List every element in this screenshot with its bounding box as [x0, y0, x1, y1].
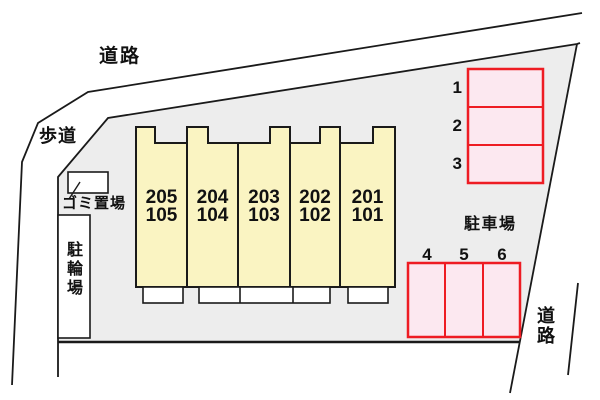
unit-lower-number: 105	[145, 205, 178, 226]
unit-lower-number: 101	[351, 205, 384, 226]
road-right-label: 道路	[535, 306, 555, 346]
parking-spots-1-3	[466, 67, 545, 185]
unit-lower-number: 103	[248, 205, 280, 226]
parking-spot-number-4: 4	[422, 245, 432, 264]
parking-spot-number-2: 2	[452, 116, 462, 135]
parking-lot-label: 駐車場	[464, 216, 517, 233]
unit-upper-number: 204	[196, 187, 229, 208]
entrance-porches	[142, 286, 389, 304]
unit-label-202-102: 202 102	[290, 187, 340, 226]
sidewalk-label: 歩道	[39, 126, 77, 146]
unit-label-201-101: 201 101	[340, 187, 395, 226]
parking-spot-number-3: 3	[452, 154, 462, 173]
parking-spots-4-6	[406, 261, 522, 339]
parking-spot-number-1: 1	[452, 78, 462, 97]
bicycle-parking-label: 駐輪場	[64, 241, 81, 298]
building-outline	[135, 126, 396, 288]
unit-upper-number: 202	[299, 187, 331, 208]
parking-spot-number-6: 6	[497, 245, 507, 264]
road-top-label: 道路	[99, 46, 142, 67]
unit-upper-number: 203	[248, 187, 280, 208]
unit-upper-number: 201	[351, 187, 384, 208]
unit-lower-number: 102	[299, 205, 331, 226]
garbage-label: ゴミ置場	[62, 195, 127, 212]
garbage-box	[67, 171, 109, 194]
parking-spot-number-5: 5	[459, 245, 469, 264]
unit-label-203-103: 203 103	[238, 187, 290, 226]
unit-lower-number: 104	[196, 205, 229, 226]
unit-label-205-105: 205 105	[136, 187, 187, 226]
garbage-leader-line	[68, 181, 81, 200]
unit-label-204-104: 204 104	[187, 187, 238, 226]
road-right-edge-line	[567, 282, 579, 376]
unit-divider-lines	[186, 143, 341, 287]
bicycle-parking-box	[57, 214, 91, 339]
road-outer-edge-line	[11, 12, 583, 386]
unit-upper-number: 205	[145, 187, 178, 208]
